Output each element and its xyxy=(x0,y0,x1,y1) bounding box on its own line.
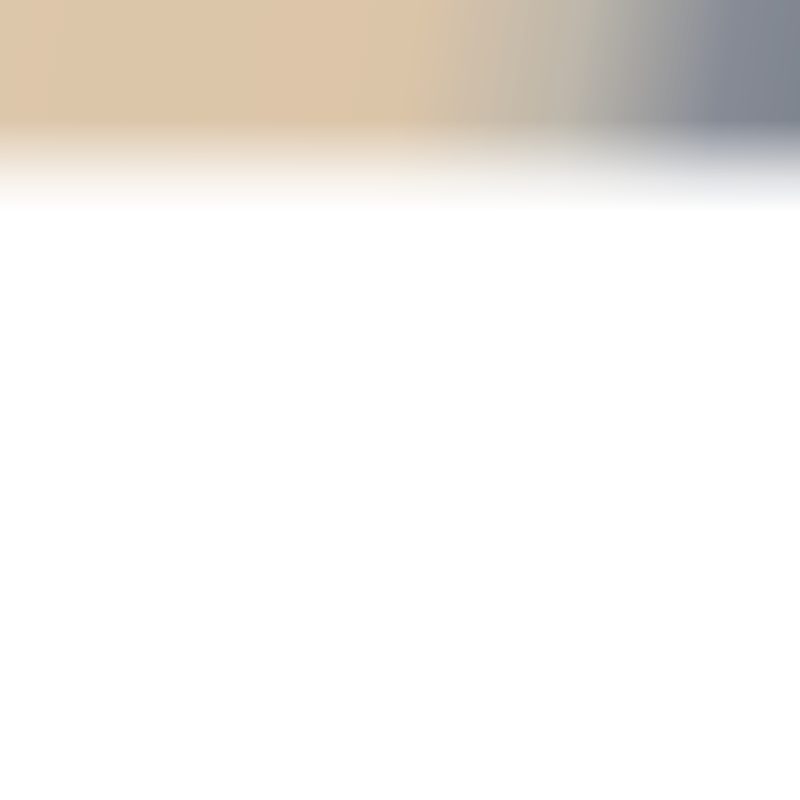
photo-bottom-fade xyxy=(0,0,800,218)
banner-photo xyxy=(0,0,800,218)
